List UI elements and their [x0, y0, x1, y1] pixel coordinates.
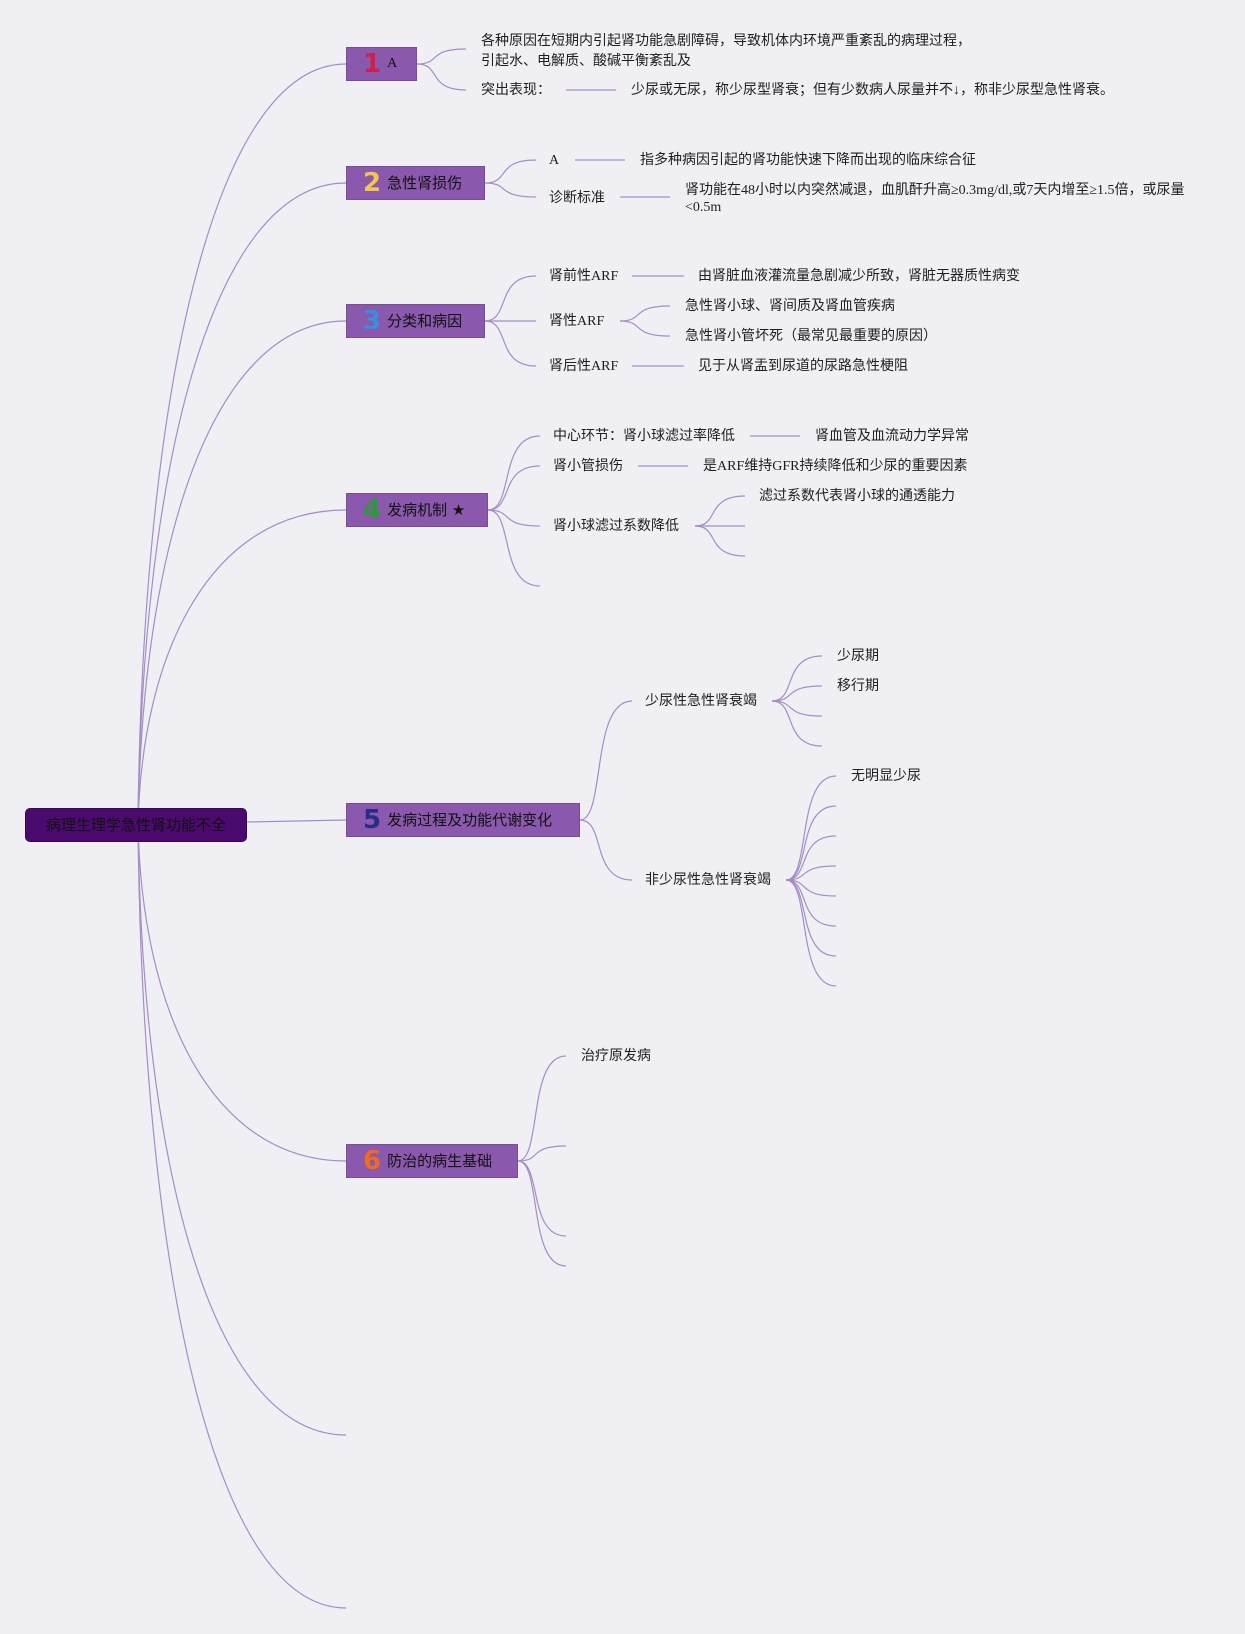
t3-item2-to-child1 [619, 305, 671, 322]
topic-4-item-3-child-1[interactable]: 滤过系数代表肾小球的通透能力 [759, 489, 955, 504]
t4-to-item1 [487, 435, 541, 511]
topic-3-number: 3 [363, 306, 382, 336]
topic-1-feature-label[interactable]: 突出表现： [481, 83, 551, 98]
topic-5-number: 5 [363, 805, 382, 835]
topic-3-item-1-label[interactable]: 肾前性ARF [549, 269, 619, 284]
t5-item2-child-5 [785, 879, 837, 897]
topic-2-node[interactable]: 2 急性肾损伤 [346, 166, 485, 200]
branch-to-topic-2 [137, 182, 347, 826]
topic-2-item-2-label[interactable]: 诊断标准 [549, 191, 605, 206]
topic-1-number: 1 [363, 49, 382, 79]
root-node[interactable]: 病理生理学急性肾功能不全 [26, 809, 246, 841]
topic-3-node[interactable]: 3 分类和病因 [346, 304, 485, 338]
t5-item2-child-3 [785, 835, 837, 881]
t2-to-item2 [484, 182, 537, 198]
topic-4-label: 发病机制 ★ [387, 501, 466, 519]
t4-to-item3 [487, 509, 541, 527]
topic-5-item-2-child-1[interactable]: 无明显少尿 [851, 769, 921, 784]
topic-4-number: 4 [363, 495, 382, 525]
topic-6-number: 6 [363, 1146, 382, 1176]
topic-6-item-1-label[interactable]: 治疗原发病 [581, 1049, 651, 1064]
t5-item2-child-1 [785, 775, 837, 881]
topic-3-item-2-label[interactable]: 肾性ARF [549, 314, 605, 329]
branch-empty-1 [137, 824, 347, 1436]
branch-to-topic-5 [245, 819, 347, 823]
t4-to-item2 [487, 465, 541, 511]
topic-5-item-2-label[interactable]: 非少尿性急性肾衰竭 [645, 873, 771, 888]
topic-1-definition[interactable]: 各种原因在短期内引起肾功能急剧障碍，导致机体内环境严重紊乱的病理过程，引起水、电… [481, 34, 971, 69]
topic-2-number: 2 [363, 168, 382, 198]
topic-5-label: 发病过程及功能代谢变化 [387, 811, 553, 829]
t3-to-item1 [484, 275, 537, 322]
t5-item2-child-6 [785, 879, 837, 927]
t6-child-4 [517, 1160, 567, 1267]
topic-4-node[interactable]: 4 发病机制 ★ [346, 493, 488, 527]
topic-5-item-1-label[interactable]: 少尿性急性肾衰竭 [645, 694, 757, 709]
topic-3-item-2-child-1[interactable]: 急性肾小球、肾间质及肾血管疾病 [685, 299, 895, 314]
topic-4-item-2-value[interactable]: 是ARF维持GFR持续降低和少尿的重要因素 [703, 459, 968, 474]
topic-1-label: A [387, 56, 398, 71]
t1-to-definition [416, 48, 467, 65]
branch-to-topic-6 [137, 824, 347, 1162]
t3-to-item3 [484, 320, 537, 367]
topic-5-item-1-child-2[interactable]: 移行期 [837, 679, 879, 694]
t6-child-2 [517, 1145, 567, 1162]
topic-6-node[interactable]: 6 防治的病生基础 [346, 1144, 518, 1178]
branch-empty-2 [137, 824, 347, 1609]
t5-to-item2 [579, 819, 633, 881]
t5-item1-child-1 [771, 655, 823, 702]
t4-item3-to-empty-2 [694, 525, 746, 557]
topic-4-item-3-label[interactable]: 肾小球滤过系数降低 [553, 519, 679, 534]
topic-6-label: 防治的病生基础 [387, 1152, 493, 1170]
t4-to-empty [487, 509, 541, 587]
t1-to-feature [416, 63, 467, 91]
branch-to-topic-1 [137, 63, 347, 826]
t5-item1-child-3 [771, 700, 823, 717]
t5-to-item1 [579, 700, 633, 821]
topic-2-item-2-value[interactable]: 肾功能在48小时以内突然减退，血肌酐升高≥0.3mg/dl,或7天内增至≥1.5… [685, 183, 1185, 215]
t5-item2-child-4 [785, 865, 837, 881]
topic-2-item-1-value[interactable]: 指多种病因引起的肾功能快速下降而出现的临床综合征 [640, 153, 976, 168]
topic-5-node[interactable]: 5 发病过程及功能代谢变化 [346, 803, 580, 837]
topic-3-label: 分类和病因 [387, 312, 463, 330]
t5-item2-child-8 [785, 879, 837, 987]
t5-item2-child-2 [785, 805, 837, 881]
topic-4-item-2-label[interactable]: 肾小管损伤 [553, 459, 623, 474]
topic-1-feature-value[interactable]: 少尿或无尿，称少尿型肾衰；但有少数病人尿量并不↓，称非少尿型急性肾衰。 [631, 83, 1114, 98]
t6-child-3 [517, 1160, 567, 1237]
root-label: 病理生理学急性肾功能不全 [45, 816, 226, 834]
branch-to-topic-4 [137, 509, 347, 826]
t6-child-1 [517, 1055, 567, 1162]
t2-to-item1 [484, 159, 537, 184]
topic-3-item-3-value[interactable]: 见于从肾盂到尿道的尿路急性梗阻 [698, 359, 908, 374]
topic-4-item-1-value[interactable]: 肾血管及血流动力学异常 [815, 429, 969, 444]
t5-item1-child-4 [771, 700, 823, 747]
topic-1-node[interactable]: 1 A [346, 47, 417, 81]
topic-2-item-1-label[interactable]: A [549, 153, 560, 168]
topic-4-item-1-label[interactable]: 中心环节：肾小球滤过率降低 [553, 429, 735, 444]
t5-item1-child-2 [771, 685, 823, 702]
branch-to-topic-3 [137, 320, 347, 826]
t4-item3-to-child1 [694, 495, 746, 527]
topic-2-label: 急性肾损伤 [387, 174, 463, 192]
topic-3-item-3-label[interactable]: 肾后性ARF [549, 359, 619, 374]
t3-item2-to-child2 [619, 320, 671, 337]
topic-3-item-1-value[interactable]: 由肾脏血液灌流量急剧减少所致，肾脏无器质性病变 [698, 269, 1020, 284]
topic-5-item-1-child-1[interactable]: 少尿期 [837, 649, 879, 664]
topic-3-item-2-child-2[interactable]: 急性肾小管坏死（最常见最重要的原因） [685, 329, 937, 344]
